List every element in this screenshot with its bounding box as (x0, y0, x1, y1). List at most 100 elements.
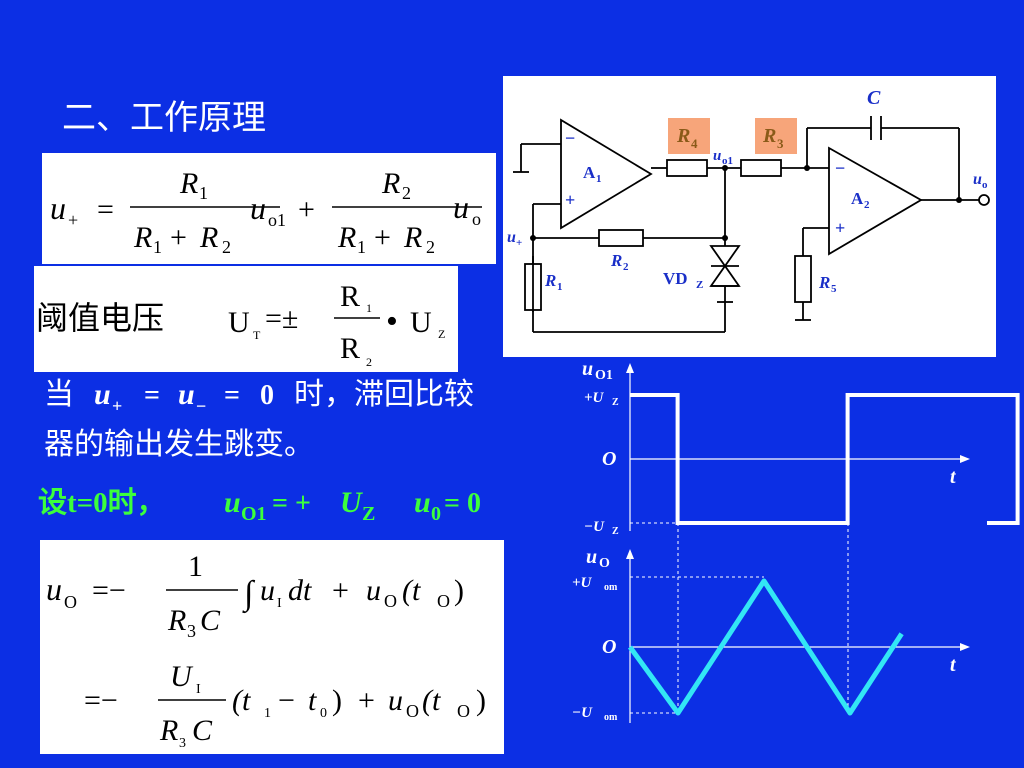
f1-t1: u (250, 190, 266, 226)
cond-line2: 器的输出发生跳变。 (44, 428, 314, 461)
int-p1-sub: 1 (264, 706, 271, 721)
label-uplus-sub: + (516, 237, 522, 249)
int-tail-arg-sub: O (437, 591, 450, 611)
label-r1-sub: 1 (557, 281, 563, 293)
threshold-rhs-sub: Z (438, 327, 445, 341)
label-r4: R (676, 125, 690, 147)
wave1-xarrow (960, 455, 970, 463)
threshold-rhs: U (410, 306, 432, 339)
f1-d1b: R (199, 221, 218, 254)
a1-plus: + (565, 190, 575, 210)
label-r3-sub: 3 (777, 136, 784, 151)
int-plus2: + (358, 684, 375, 717)
int-num2-sub: I (196, 682, 201, 697)
int-paren: (t (232, 684, 251, 717)
f1-n2-sub: 2 (402, 183, 411, 203)
formula-uplus: u + = R 1 R 1 + R 2 u o1 + R 2 R 1 + R 2 (50, 167, 482, 257)
cond-uplus: u (94, 378, 111, 411)
label-a1-sub: 1 (596, 173, 602, 185)
init-u: u (224, 486, 241, 519)
wave2-yarrow (626, 549, 634, 559)
threshold-box: 阈值电压 U T =± R 1 R 2 • U Z (34, 266, 458, 372)
int-den2-c: C (192, 714, 213, 747)
f1-d2a-sub: 1 (357, 237, 366, 257)
cond-start: 当 (44, 378, 74, 411)
int-tail2: u (388, 684, 403, 717)
int-tail-arg: (t (402, 574, 421, 607)
int-eq2: =− (84, 684, 118, 717)
int-den1-c: C (200, 604, 221, 637)
wave2-origin: O (602, 636, 616, 658)
waveform-panel: u O1 +U Z O t −U Z u O +U om O t −U om (572, 358, 1020, 723)
label-a1: A (583, 163, 596, 182)
zener-bottom-shape (709, 264, 741, 287)
int-tail: u (366, 574, 381, 607)
int-tail2-sub: O (406, 701, 419, 721)
label-r4-sub: 4 (691, 136, 698, 151)
wave2-top-label: +U (572, 575, 593, 591)
threshold-label: 阈值电压 (36, 300, 164, 336)
resistor-r5-body (794, 255, 812, 303)
int-num1: 1 (188, 550, 203, 583)
formula-uplus-box: u + = R 1 R 1 + R 2 u o1 + R 2 R 1 + R 2 (42, 153, 496, 264)
label-r2-sub: 2 (623, 261, 629, 273)
f1-d2-plus: + (374, 221, 391, 254)
output-terminal (978, 194, 990, 206)
wave2-ylabel: u (586, 546, 597, 568)
threshold-lhs: U (228, 306, 250, 339)
integral-box: u O =− 1 R 3 C ∫ u I dt + u O (t O ) =− … (40, 540, 504, 754)
int-lhs: u (46, 571, 62, 607)
int-tail-sub: O (384, 591, 397, 611)
wave1-t: t (950, 466, 957, 488)
wave1-bottom-label: −U (584, 519, 605, 535)
int-plus: + (332, 574, 349, 607)
a2-minus: − (835, 158, 845, 178)
wave1-ylabel-sub: O1 (595, 368, 613, 383)
cond-zero: 0 (260, 380, 274, 411)
init-u-sub: O1 (241, 503, 267, 525)
int-eq: =− (92, 574, 126, 607)
opamp-a2-shape (828, 146, 923, 256)
f1-plus: + (298, 193, 315, 226)
wave2-bottom-label: −U (572, 705, 593, 721)
init-u0-sub: 0 (431, 503, 441, 525)
wave1-bottom-sub: Z (612, 526, 619, 537)
opamp-a1-shape (560, 118, 653, 230)
cond-eq1: = (144, 380, 160, 411)
integral-formula: u O =− 1 R 3 C ∫ u I dt + u O (t O ) =− … (46, 550, 486, 751)
label-r5-sub: 5 (831, 283, 837, 295)
init-eq: = + (272, 488, 311, 519)
init-u0: u (414, 486, 431, 519)
circuit-schematic: R 4 R 3 C u o1 A 1 A 2 − + − + u o u + R… (507, 87, 990, 333)
label-r2: R (610, 251, 622, 270)
f1-d2a: R (337, 221, 356, 254)
cond-eq2: = (224, 380, 240, 411)
cond-uplus-sub: + (112, 396, 122, 416)
threshold-den: R (340, 332, 360, 365)
threshold-lhs-sub: T (253, 328, 261, 342)
init-eq2: = 0 (444, 488, 481, 519)
f1-d2b: R (403, 221, 422, 254)
f1-d1a: R (133, 221, 152, 254)
wave1-ylabel: u (582, 358, 593, 380)
threshold-num-sub: 1 (366, 301, 372, 315)
wave1-origin: O (602, 448, 616, 470)
wave2-ylabel-sub: O (599, 556, 610, 571)
wave2-t: t (950, 654, 957, 676)
int-body-sub: I (277, 596, 282, 611)
f1-lhs: u (50, 190, 66, 226)
label-uplus: u (507, 229, 516, 246)
label-r1: R (544, 271, 556, 290)
int-t0: t (308, 684, 317, 717)
cond-uminus: u (178, 378, 195, 411)
zener-top-shape (709, 245, 741, 268)
cond-end: 时，滞回比较 (294, 378, 474, 411)
init-U: U (340, 486, 363, 519)
initial-condition: 设t=0时， u O1 = + U Z u 0 = 0 (38, 486, 481, 525)
condition-text: 当 u + = u − = 0 时，滞回比较 器的输出发生跳变。 (44, 378, 474, 461)
wave2-top-sub: om (604, 582, 618, 593)
f1-d1a-sub: 1 (153, 237, 162, 257)
f1-d1-plus: + (170, 221, 187, 254)
f1-t1-sub: o1 (268, 210, 286, 230)
int-body-dt: dt (288, 574, 312, 607)
